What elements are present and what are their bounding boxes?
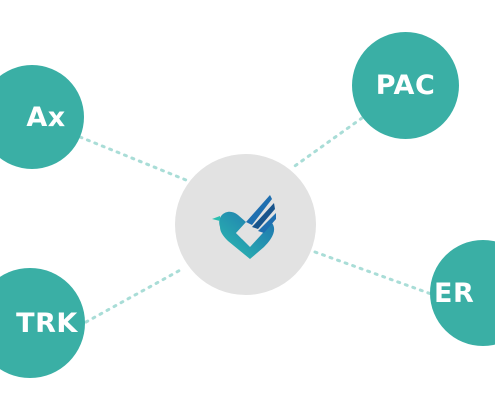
node-ax: Ax (0, 65, 84, 169)
connector-er (313, 250, 436, 297)
node-er-label: ER (434, 277, 475, 309)
connector-ax (78, 135, 188, 182)
node-trk-label: TRK (16, 307, 78, 339)
node-pac-label: PAC (375, 70, 436, 101)
connector-trk (84, 266, 186, 324)
node-ax-label: Ax (26, 101, 66, 133)
hub-circle (175, 154, 316, 295)
node-trk: TRK (0, 268, 85, 378)
connector-pac (290, 116, 364, 170)
node-pac: PAC (352, 32, 459, 139)
heart-check-shield-icon (211, 194, 276, 259)
